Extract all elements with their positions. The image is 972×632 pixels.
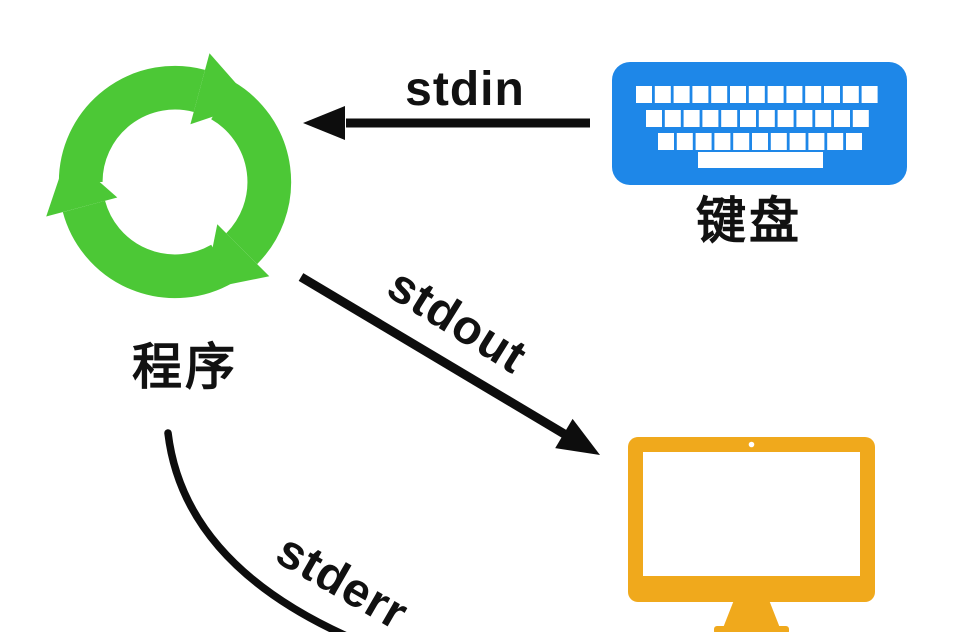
stderr-curve [164,429,347,632]
program-label: 程序 [132,339,238,395]
keyboard-spacebar [698,152,823,168]
monitor-stand [723,600,780,628]
stdout-arrowhead [555,418,600,455]
stdin-arrow [303,106,590,140]
monitor-icon [628,437,875,632]
keyboard-label: 键盘 [696,193,802,249]
monitor-stand-base [714,626,789,632]
monitor-camera-dot [748,441,755,448]
stdout-arrow-shaft [298,273,569,439]
stderr-label: stderr [267,524,417,632]
cycle-arc [58,65,206,183]
keyboard-icon [612,62,907,185]
stdin-label: stdin [405,63,525,116]
keyboard-keys [636,86,878,168]
stdin-arrowhead [303,106,345,140]
monitor-screen [643,452,860,576]
cycle-arrows-icon [24,53,333,328]
stdout-arrow [298,273,600,455]
